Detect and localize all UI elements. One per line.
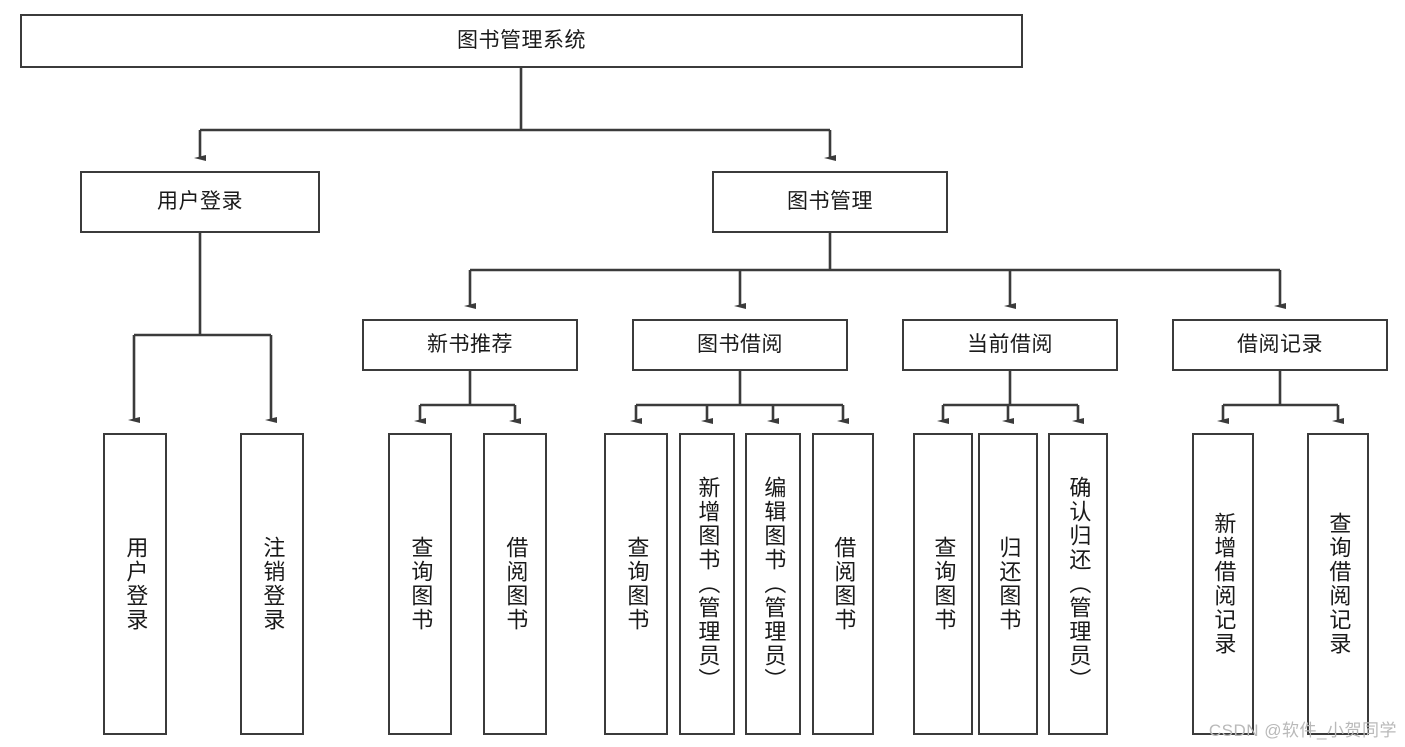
node-leaf-user-logout-label: 注销登录 (260, 536, 286, 632)
node-leaf-add-record-label: 新增借阅记录 (1211, 512, 1237, 656)
node-leaf-return-book[interactable]: 归还图书 (978, 433, 1038, 735)
node-leaf-borrow-book-label: 借阅图书 (831, 536, 857, 632)
node-leaf-query-book-cur[interactable]: 查询图书 (913, 433, 973, 735)
node-leaf-user-logout[interactable]: 注销登录 (240, 433, 304, 735)
node-book-borrow-label: 图书借阅 (697, 332, 783, 356)
node-root-label: 图书管理系统 (457, 28, 586, 52)
node-leaf-query-record[interactable]: 查询借阅记录 (1307, 433, 1369, 735)
node-leaf-confirm-return-label: 确认归还（管理员） (1066, 476, 1092, 692)
csdn-watermark: CSDN @软件_小贺同学 (1208, 721, 1397, 740)
node-leaf-query-record-label: 查询借阅记录 (1326, 512, 1352, 656)
node-leaf-query-book-rec[interactable]: 查询图书 (388, 433, 452, 735)
node-leaf-return-book-label: 归还图书 (996, 536, 1022, 632)
node-leaf-query-book-borrow[interactable]: 查询图书 (604, 433, 668, 735)
node-borrow-record[interactable]: 借阅记录 (1172, 319, 1388, 371)
node-leaf-edit-book[interactable]: 编辑图书（管理员） (745, 433, 801, 735)
node-leaf-borrow-book-rec-label: 借阅图书 (503, 536, 529, 632)
node-leaf-user-login[interactable]: 用户登录 (103, 433, 167, 735)
node-leaf-query-book-cur-label: 查询图书 (931, 536, 957, 632)
node-user-login-label: 用户登录 (157, 189, 243, 213)
node-leaf-query-book-borrow-label: 查询图书 (624, 536, 650, 632)
node-new-book-rec[interactable]: 新书推荐 (362, 319, 578, 371)
node-leaf-query-book-rec-label: 查询图书 (408, 536, 434, 632)
node-book-manage[interactable]: 图书管理 (712, 171, 948, 233)
node-leaf-add-record[interactable]: 新增借阅记录 (1192, 433, 1254, 735)
node-leaf-user-login-label: 用户登录 (123, 536, 149, 632)
node-leaf-add-book-label: 新增图书（管理员） (695, 476, 721, 692)
node-new-book-rec-label: 新书推荐 (427, 332, 513, 356)
node-leaf-add-book[interactable]: 新增图书（管理员） (679, 433, 735, 735)
node-user-login[interactable]: 用户登录 (80, 171, 320, 233)
node-current-borrow-label: 当前借阅 (967, 332, 1053, 356)
node-book-borrow[interactable]: 图书借阅 (632, 319, 848, 371)
node-current-borrow[interactable]: 当前借阅 (902, 319, 1118, 371)
node-leaf-edit-book-label: 编辑图书（管理员） (761, 476, 787, 692)
node-leaf-borrow-book-rec[interactable]: 借阅图书 (483, 433, 547, 735)
node-leaf-confirm-return[interactable]: 确认归还（管理员） (1048, 433, 1108, 735)
node-borrow-record-label: 借阅记录 (1237, 332, 1323, 356)
node-root[interactable]: 图书管理系统 (20, 14, 1023, 68)
node-leaf-borrow-book[interactable]: 借阅图书 (812, 433, 874, 735)
node-book-manage-label: 图书管理 (787, 189, 873, 213)
